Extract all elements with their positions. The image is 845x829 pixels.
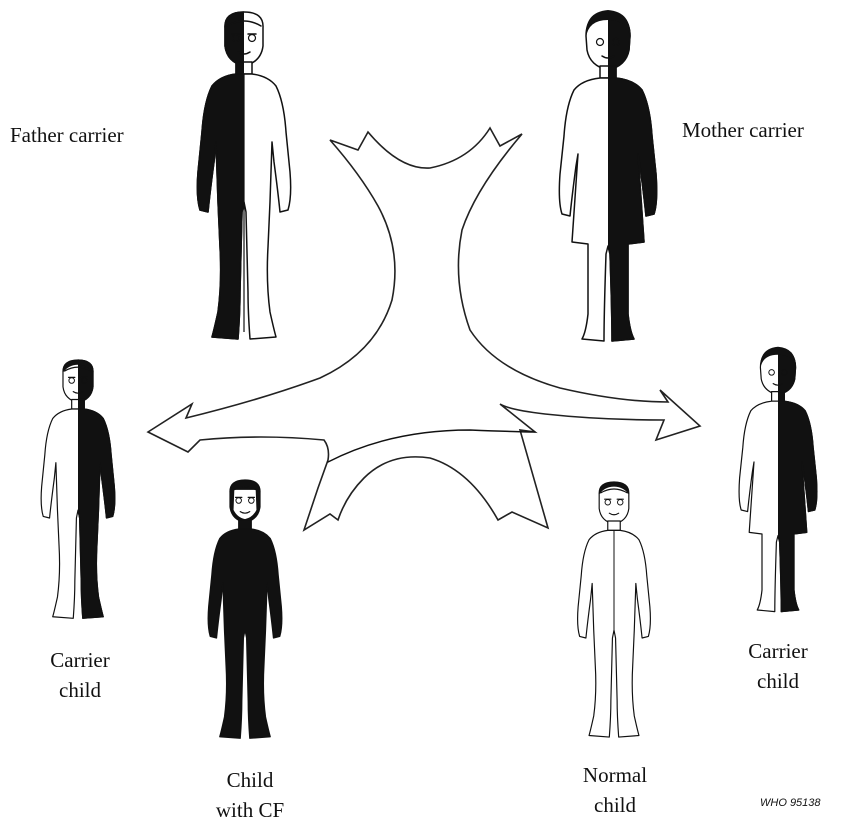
source-code: WHO 95138 [760, 797, 821, 809]
carrier-child-right-label-line2: child [728, 666, 828, 696]
normal-child-label: Normal child [565, 760, 665, 820]
father-figure [197, 12, 290, 339]
normal-child-figure [578, 482, 651, 737]
father-carrier-label: Father carrier [10, 120, 124, 150]
mother-carrier-label: Mother carrier [682, 115, 804, 145]
normal-child-label-line2: child [565, 790, 665, 820]
carrier-child-right-label: Carrier child [728, 636, 828, 696]
carrier-child-right-label-line1: Carrier [728, 636, 828, 666]
child-with-cf-label-line1: Child [195, 765, 305, 795]
carrier-child-left-label-line2: child [30, 675, 130, 705]
carrier-child-left-label: Carrier child [30, 645, 130, 705]
child-with-cf-figure [208, 480, 282, 738]
mother-figure [559, 10, 656, 341]
child-with-cf-label: Child with CF [195, 765, 305, 825]
carrier-child-right-figure [739, 347, 817, 612]
carrier-child-left-figure [41, 360, 115, 618]
normal-child-label-line1: Normal [565, 760, 665, 790]
child-with-cf-label-line2: with CF [195, 795, 305, 825]
carrier-child-left-label-line1: Carrier [30, 645, 130, 675]
